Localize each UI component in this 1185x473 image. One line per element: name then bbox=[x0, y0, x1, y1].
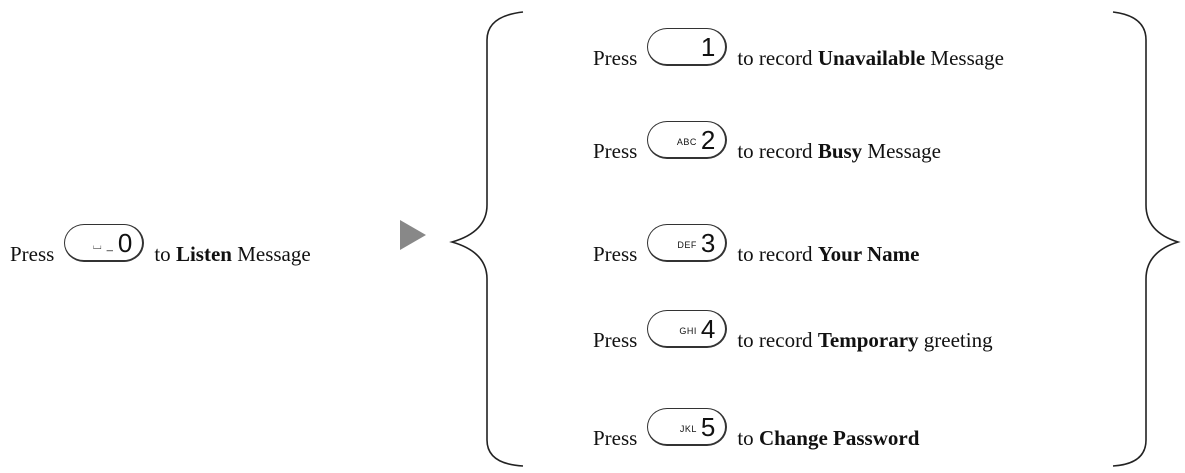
key-digit: 4 bbox=[700, 313, 716, 344]
key-digit: 0 bbox=[117, 227, 133, 258]
key-digit: 2 bbox=[700, 124, 716, 155]
right-brace bbox=[1112, 11, 1181, 467]
listen-row: Press ⌴ _ 0 to Listen Message bbox=[10, 224, 311, 266]
row-text: to record Temporary greeting bbox=[737, 327, 993, 352]
key-3-button[interactable]: DEF 3 bbox=[647, 224, 728, 262]
row-bold: Your Name bbox=[817, 241, 920, 266]
row-bold: Temporary bbox=[817, 327, 919, 352]
row-post: greeting bbox=[923, 327, 993, 352]
row-pre: to record bbox=[737, 138, 813, 163]
row-bold: Busy bbox=[817, 138, 863, 163]
row-bold: Unavailable bbox=[817, 45, 926, 70]
left-brace bbox=[449, 11, 524, 467]
key-2-button[interactable]: ABC 2 bbox=[647, 121, 728, 159]
option-row-temporary: Press GHI 4 to record Temporary greeting bbox=[593, 310, 993, 352]
row-post: Message bbox=[930, 45, 1004, 70]
key-0-button[interactable]: ⌴ _ 0 bbox=[64, 224, 145, 262]
row-bold: Listen bbox=[175, 241, 232, 266]
press-label: Press bbox=[593, 327, 638, 352]
row-text: to Listen Message bbox=[154, 241, 311, 266]
key-5-button[interactable]: JKL 5 bbox=[647, 408, 728, 446]
option-row-busy: Press ABC 2 to record Busy Message bbox=[593, 121, 941, 163]
key-letters: JKL bbox=[679, 424, 697, 434]
row-pre: to record bbox=[737, 45, 813, 70]
row-text: to record Your Name bbox=[737, 241, 920, 266]
key-letters: DEF bbox=[677, 240, 697, 250]
press-label: Press bbox=[593, 45, 638, 70]
key-letters: GHI bbox=[679, 326, 697, 336]
key-1-button[interactable]: 1 bbox=[647, 28, 728, 66]
row-bold: Change Password bbox=[758, 425, 920, 450]
press-label: Press bbox=[593, 138, 638, 163]
row-text: to Change Password bbox=[737, 425, 920, 450]
row-text: to record Busy Message bbox=[737, 138, 941, 163]
key-letters: ⌴ _ bbox=[92, 240, 114, 252]
option-row-password: Press JKL 5 to Change Password bbox=[593, 408, 920, 450]
press-label: Press bbox=[10, 241, 55, 266]
arrow-icon bbox=[400, 220, 426, 250]
key-digit: 1 bbox=[700, 31, 716, 62]
press-label: Press bbox=[593, 241, 638, 266]
key-digit: 3 bbox=[700, 227, 716, 258]
row-post: Message bbox=[237, 241, 311, 266]
key-4-button[interactable]: GHI 4 bbox=[647, 310, 728, 348]
row-pre: to record bbox=[737, 327, 813, 352]
row-pre: to bbox=[737, 425, 754, 450]
row-post: Message bbox=[867, 138, 941, 163]
key-digit: 5 bbox=[700, 411, 716, 442]
row-pre: to record bbox=[737, 241, 813, 266]
option-row-unavailable: Press 1 to record Unavailable Message bbox=[593, 28, 1004, 70]
press-label: Press bbox=[593, 425, 638, 450]
row-pre: to bbox=[154, 241, 171, 266]
key-letters: ABC bbox=[676, 137, 697, 147]
row-text: to record Unavailable Message bbox=[737, 45, 1004, 70]
option-row-name: Press DEF 3 to record Your Name bbox=[593, 224, 920, 266]
